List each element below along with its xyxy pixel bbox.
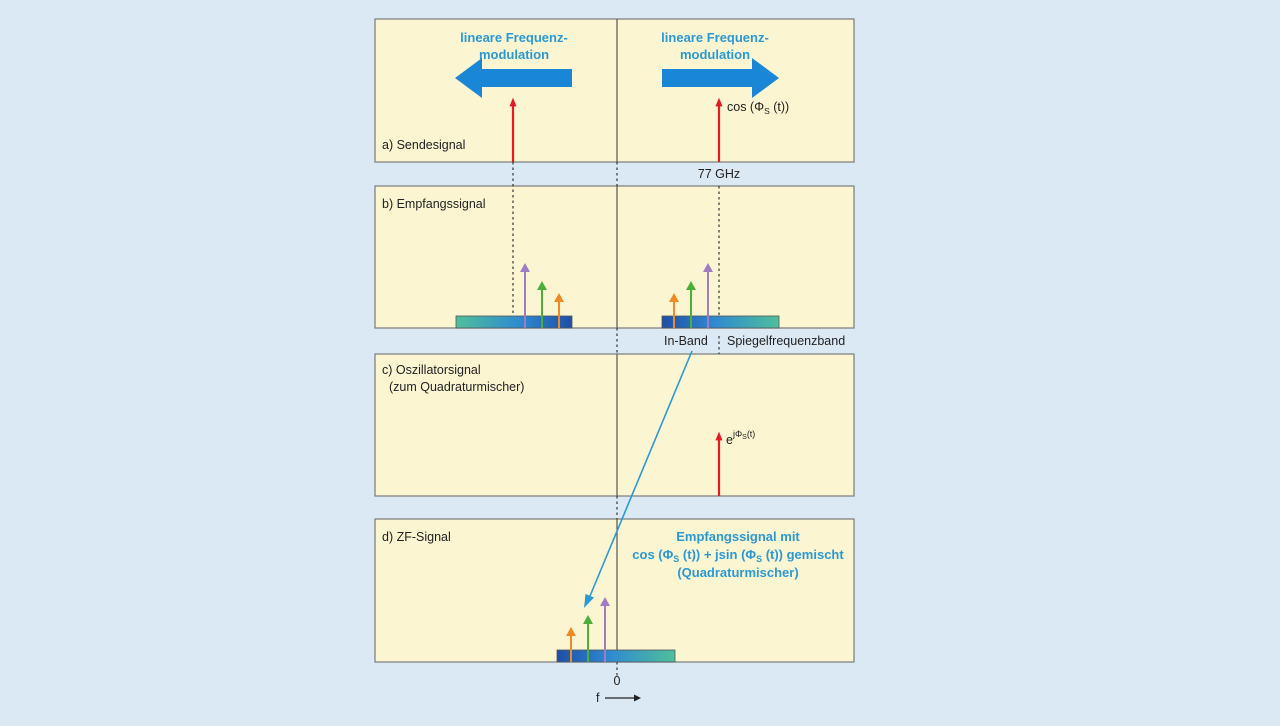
rx-echo-arrows-left (520, 263, 564, 328)
modulation-label-left-1: lineare Frequenz- (460, 30, 568, 45)
panel-d (374, 518, 855, 663)
frequency-axis-arrow (605, 694, 641, 702)
zf-note-line3: (Quadraturmischer) (677, 565, 798, 580)
image-band-label: Spiegelfrequenzband (727, 334, 845, 348)
downconversion-arrow (584, 350, 693, 608)
zf-band (556, 649, 676, 663)
panel-b (374, 185, 855, 329)
modulation-arrow-right (662, 58, 779, 98)
panel-c-label-2: (zum Quadraturmischer) (389, 380, 524, 394)
rx-echo-arrows-right (669, 263, 713, 328)
carrier-frequency-label: 77 GHz (698, 167, 740, 181)
in-band-label: In-Band (664, 334, 708, 348)
panel-c (374, 353, 855, 497)
oscillator-formula: ejΦS(t) (726, 429, 755, 447)
tx-formula: cos (ΦS (t)) (727, 100, 789, 116)
zf-note-line2: cos (ΦS (t)) + jsin (ΦS (t)) gemischt (632, 547, 844, 564)
rx-band-right (661, 315, 780, 329)
panel-a (374, 18, 855, 163)
panel-c-label-1: c) Oszillatorsignal (382, 363, 481, 377)
modulation-label-left-2: modulation (479, 47, 549, 62)
zf-note-line1: Empfangssignal mit (676, 529, 800, 544)
modulation-label-right-2: modulation (680, 47, 750, 62)
frequency-axis-label: f (596, 691, 600, 705)
modulation-label-right-1: lineare Frequenz- (661, 30, 769, 45)
zf-echo-arrows (566, 597, 610, 662)
rx-band-left (455, 315, 573, 329)
panel-b-label: b) Empfangssignal (382, 197, 486, 211)
zero-axis-dotted (512, 162, 720, 676)
panel-a-label: a) Sendesignal (382, 138, 465, 152)
panel-d-label: d) ZF-Signal (382, 530, 451, 544)
modulation-arrow-left (455, 58, 572, 98)
zero-frequency-label: 0 (614, 674, 621, 688)
